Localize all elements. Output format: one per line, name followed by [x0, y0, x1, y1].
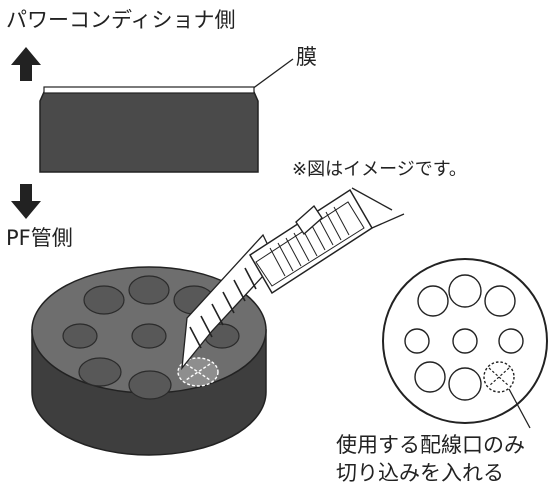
- hole: [128, 275, 170, 305]
- grommet-cylinder: [31, 266, 267, 456]
- instruction-line-2: 切り込みを入れる: [336, 461, 504, 485]
- hole: [484, 285, 516, 317]
- top-side-label: パワーコンディショナ側: [6, 8, 236, 32]
- hole: [452, 328, 478, 354]
- grommet-top-view: [382, 258, 548, 429]
- hole: [417, 285, 449, 317]
- hole: [128, 370, 172, 400]
- hole: [404, 328, 430, 354]
- target-hole: [177, 357, 219, 387]
- target-hole-top-view: [483, 361, 515, 393]
- hole: [414, 361, 446, 393]
- cutter-knife-icon: [181, 187, 405, 371]
- down-arrow-icon: [11, 184, 41, 219]
- film-label: 膜: [296, 45, 317, 69]
- instruction-leader-line: [508, 388, 531, 429]
- hole: [448, 367, 482, 401]
- image-note: ※図はイメージです。: [292, 159, 467, 180]
- hole: [78, 357, 122, 387]
- up-arrow-icon: [11, 47, 41, 81]
- hole: [131, 323, 167, 349]
- film-leader-line: [251, 58, 294, 90]
- bottom-side-label: PF管側: [6, 226, 73, 250]
- hole: [498, 328, 524, 354]
- film-layer: [43, 86, 255, 94]
- hole: [83, 285, 125, 315]
- instruction-line-1: 使用する配線口のみ: [336, 433, 525, 457]
- hole: [448, 274, 482, 308]
- grommet-side-view: [39, 86, 259, 173]
- hole: [62, 323, 98, 349]
